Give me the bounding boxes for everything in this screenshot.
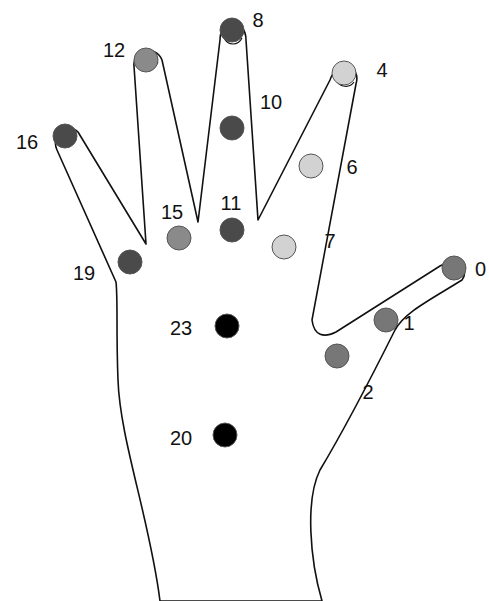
callout-number: 8 [252,10,263,30]
callout-number: 0 [475,259,486,279]
callout-number: 7 [324,231,335,251]
landmark-dot [215,314,239,338]
landmark-dot [118,250,142,274]
callout-number: 4 [376,60,387,80]
landmark-dot [220,116,244,140]
landmark-dot [442,256,466,280]
callout-number: 15 [161,202,183,222]
callout-number: 1 [403,313,414,333]
landmark-dot [325,344,349,368]
landmark-dot [220,18,244,42]
landmark-dot [332,61,356,85]
landmark-dot [213,423,237,447]
landmark-dot [220,218,244,242]
landmark-dot [134,48,158,72]
landmark-dot [53,124,77,148]
landmark-dot [272,235,296,259]
landmark-dot [167,226,191,250]
callout-number: 16 [16,132,38,152]
callout-number: 11 [221,193,242,213]
callout-number: 10 [260,92,282,112]
callout-number: 12 [103,40,125,60]
callout-number: 6 [346,157,357,177]
hand-outline [55,24,464,601]
callout-number: 19 [73,263,95,283]
callout-number: 20 [170,428,192,448]
callout-number: 23 [170,318,192,338]
callout-number: 2 [362,382,373,402]
landmark-dot [299,154,323,178]
landmark-dot [374,308,398,332]
